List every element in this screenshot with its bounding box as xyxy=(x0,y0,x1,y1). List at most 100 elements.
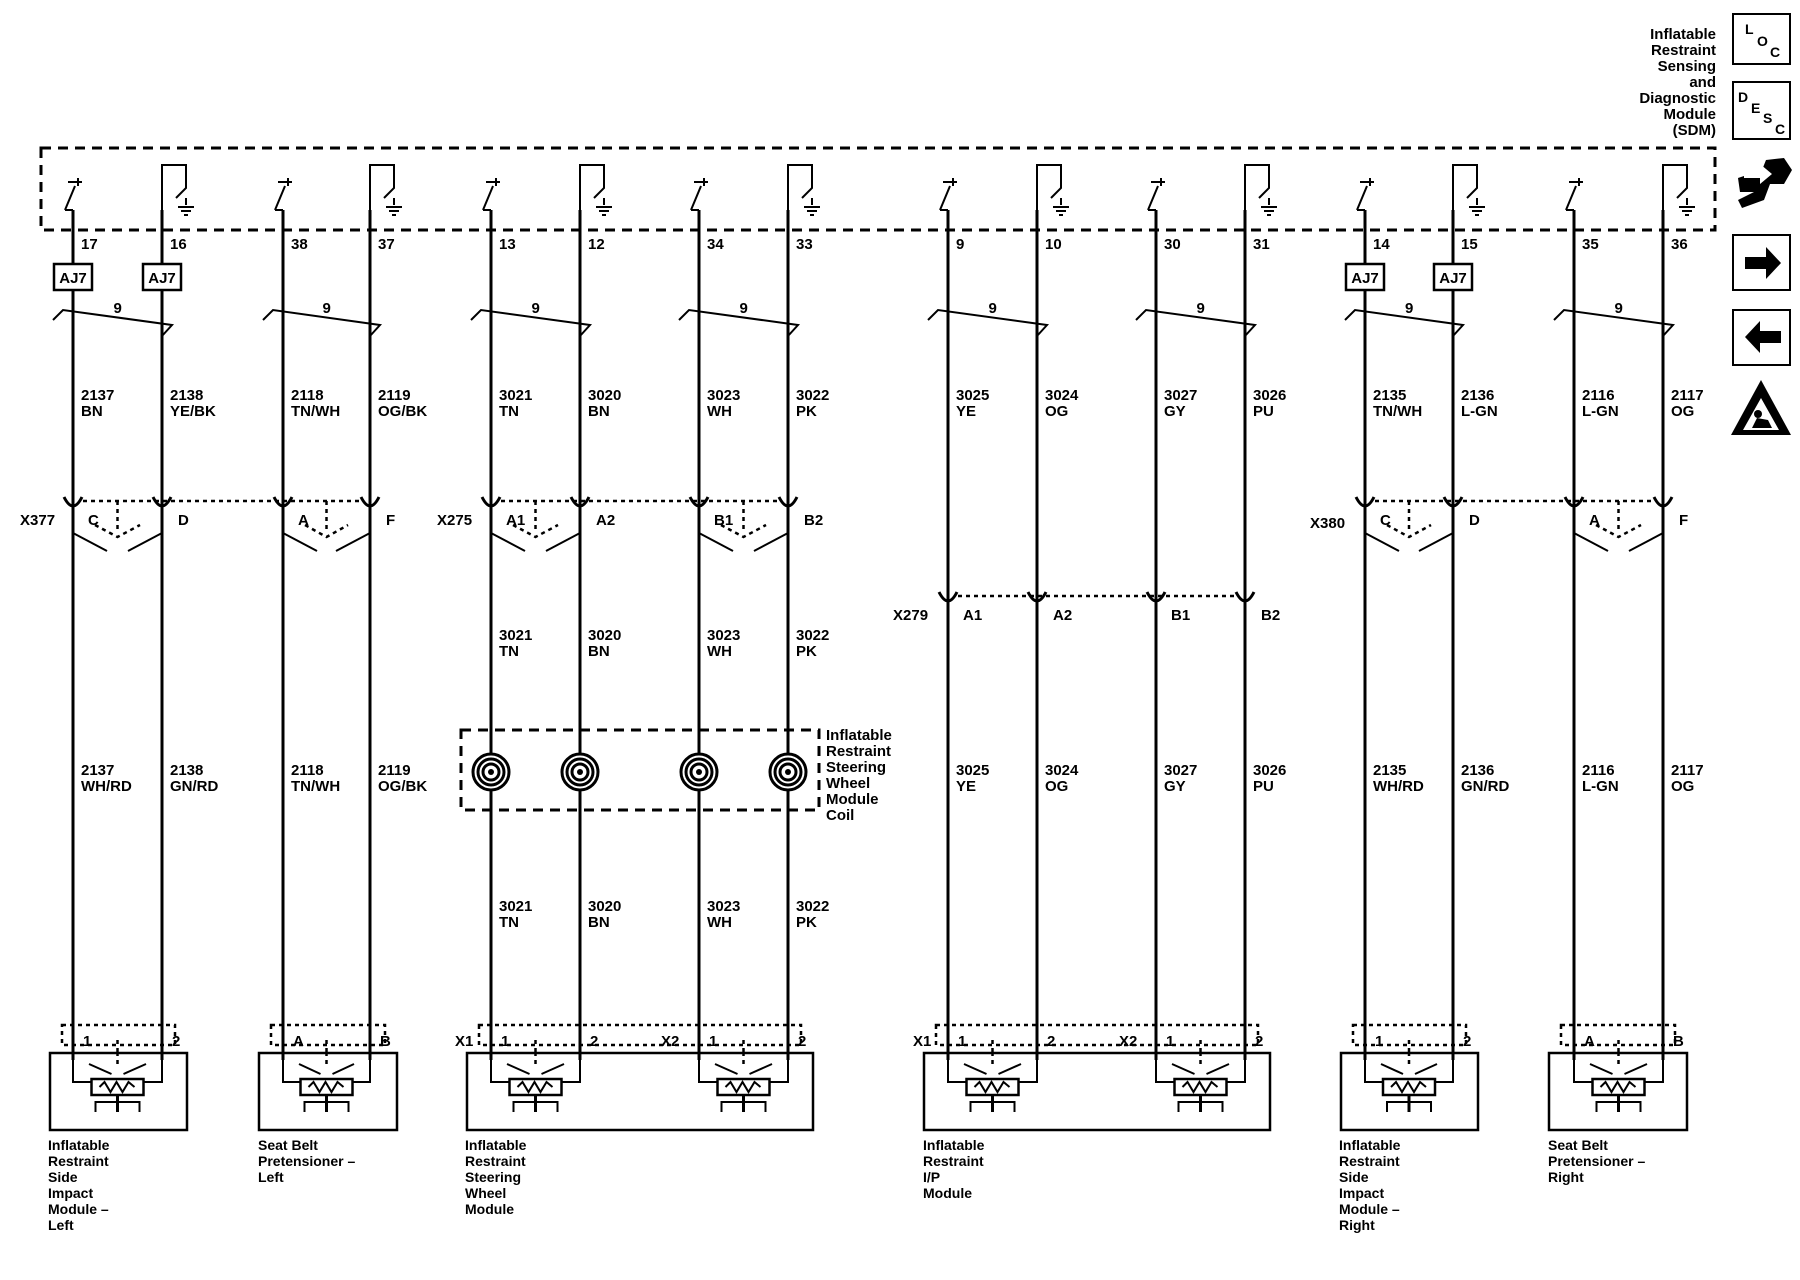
device-title-line: Restraint xyxy=(923,1153,984,1169)
coil-ring xyxy=(481,762,501,782)
device-5 xyxy=(1547,1023,1689,1132)
connector-pin: B2 xyxy=(804,512,823,529)
circuit-number: 3023 xyxy=(707,627,740,644)
switch-blade xyxy=(64,185,76,211)
splice-label: AJ7 xyxy=(1351,270,1379,287)
connector-shell xyxy=(490,532,526,552)
squib-resistor-box xyxy=(965,1077,1020,1097)
twist-count: 9 xyxy=(1197,300,1205,317)
wire-color: BN xyxy=(81,403,103,420)
connector-shell xyxy=(282,532,318,552)
coil-ring xyxy=(778,762,798,782)
sdm-title-line: and xyxy=(1689,74,1716,91)
ground-bracket xyxy=(1662,164,1688,210)
pin-number: 30 xyxy=(1164,236,1181,253)
wire-color: BN xyxy=(588,914,610,931)
device-title-line: Module xyxy=(465,1201,514,1217)
squib-lead xyxy=(998,1063,1022,1075)
squib-base xyxy=(512,1101,559,1112)
wire-color: WH xyxy=(707,914,732,931)
connector-pin: B1 xyxy=(714,512,733,529)
sdm-title-line: (SDM) xyxy=(1673,122,1716,139)
coil-spiral xyxy=(560,752,600,792)
terminal-label: A xyxy=(293,1033,304,1050)
device-title-line: Right xyxy=(1339,1217,1375,1233)
splice-label: AJ7 xyxy=(148,270,176,287)
twist-count: 9 xyxy=(114,300,122,317)
connector-shell-dotted xyxy=(94,523,141,539)
connector-label-x380: X380 xyxy=(1310,515,1345,532)
wire-color: BN xyxy=(588,643,610,660)
wire-color: WH/RD xyxy=(1373,778,1424,795)
twist-count: 9 xyxy=(1615,300,1623,317)
sdm-title-line: Diagnostic xyxy=(1639,90,1716,107)
twisted-pair-marker xyxy=(1135,308,1258,337)
pin-number: 10 xyxy=(1045,236,1062,253)
pin-number: 13 xyxy=(499,236,516,253)
connector-label-x377: X377 xyxy=(20,512,55,529)
loc-icon[interactable]: L O C xyxy=(1732,13,1791,65)
next-page-icon[interactable] xyxy=(1732,234,1791,291)
connector-pin: A xyxy=(1589,512,1600,529)
device-title-pretensioner-left: Seat Belt Pretensioner – Left xyxy=(258,1137,355,1185)
squib-lead xyxy=(749,1063,773,1075)
connector-shell xyxy=(1364,532,1400,552)
desc-icon[interactable]: D E S C xyxy=(1732,81,1791,140)
device-title-line: Wheel xyxy=(465,1185,506,1201)
wire-color: WH/RD xyxy=(81,778,132,795)
circuit-number: 3024 xyxy=(1045,387,1079,404)
connector-pin: A2 xyxy=(596,512,615,529)
device-title-pretensioner-right: Seat Belt Pretensioner – Right xyxy=(1548,1137,1645,1185)
connector-tool-icon[interactable] xyxy=(1738,158,1792,208)
device-body xyxy=(257,1051,399,1132)
device-title-line: Module – xyxy=(1339,1201,1400,1217)
splice-box xyxy=(1432,262,1474,292)
circuit-number: 2135 xyxy=(1373,762,1406,779)
wire-color: TN xyxy=(499,403,519,420)
desc-letter: C xyxy=(1775,121,1785,137)
wire-color: OG xyxy=(1671,778,1694,795)
splice-label: AJ7 xyxy=(1439,270,1467,287)
previous-page-icon[interactable] xyxy=(1732,309,1791,366)
pin-number: 34 xyxy=(707,236,724,253)
circuit-number: 3026 xyxy=(1253,387,1286,404)
connector-shell-dotted xyxy=(512,523,559,539)
device-title-line: Module xyxy=(923,1185,972,1201)
wire-color: OG/BK xyxy=(378,403,427,420)
connector-cup xyxy=(151,496,173,508)
squib-lead xyxy=(332,1063,355,1075)
twisted-pair-marker xyxy=(927,308,1050,337)
device-body xyxy=(465,1051,815,1132)
coil-ring xyxy=(773,757,803,787)
circuit-number: 3020 xyxy=(588,627,621,644)
desc-letter: D xyxy=(1738,89,1748,105)
pin-number: 38 xyxy=(291,236,308,253)
connector-cup xyxy=(480,496,502,508)
device-title-side-impact-right: Inflatable Restraint Side Impact Module … xyxy=(1339,1137,1401,1233)
squib-lead xyxy=(1589,1063,1613,1075)
device-title-line: I/P xyxy=(923,1169,940,1185)
pin-number: 31 xyxy=(1253,236,1270,253)
wire-color: L-GN xyxy=(1582,778,1619,795)
coil-ring xyxy=(565,757,595,787)
pin-number: 36 xyxy=(1671,236,1688,253)
connector-pin: A1 xyxy=(963,607,982,624)
squib-base xyxy=(94,1101,141,1112)
circuit-number: 2136 xyxy=(1461,762,1494,779)
twisted-pair-marker xyxy=(678,308,801,337)
wire-color: WH xyxy=(707,403,732,420)
circuit-number: 2137 xyxy=(81,762,114,779)
connector-label-x279: X279 xyxy=(893,607,928,624)
device-connector-x1: X1 xyxy=(913,1033,931,1050)
connector-cup xyxy=(777,496,799,508)
twist-count: 9 xyxy=(989,300,997,317)
connector-pin: A xyxy=(298,512,309,529)
squib-resistor-box xyxy=(299,1077,354,1097)
device-title-line: Impact xyxy=(48,1185,93,1201)
connector-pin: A2 xyxy=(1053,607,1072,624)
